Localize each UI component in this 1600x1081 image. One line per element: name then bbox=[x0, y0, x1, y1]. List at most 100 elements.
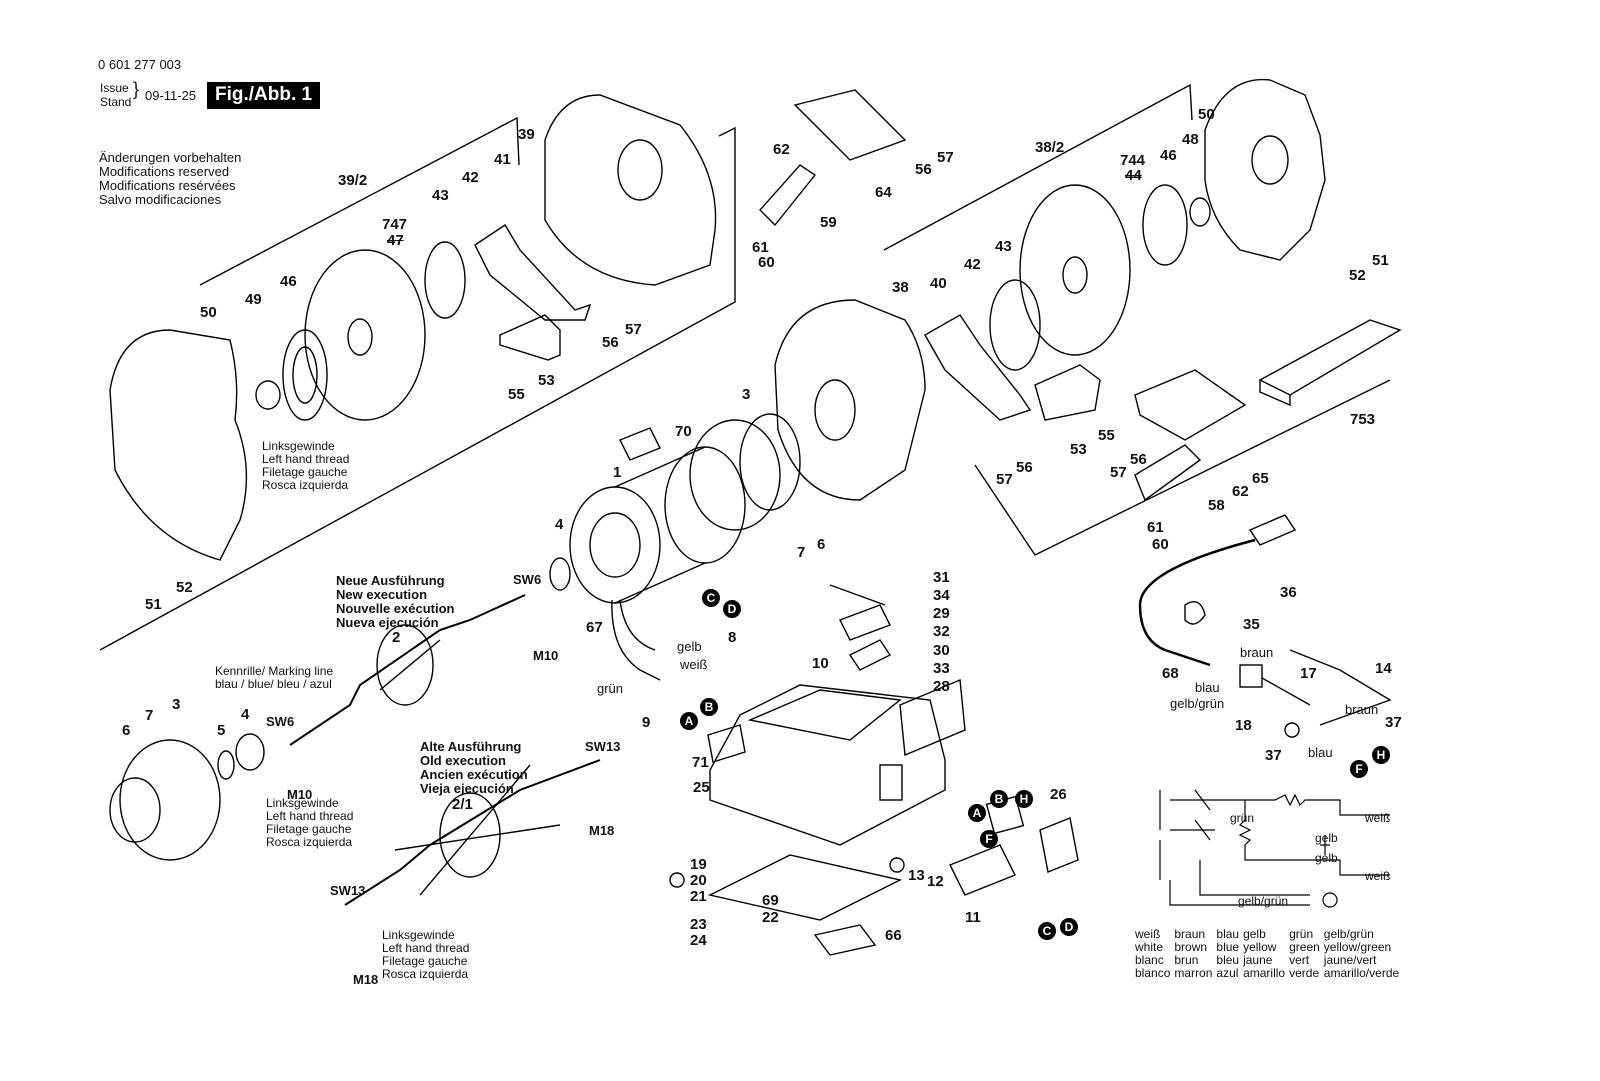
new-execution-de: Neue Ausführung bbox=[336, 573, 445, 588]
part-label: 50 bbox=[200, 304, 217, 321]
legend-cell: grün bbox=[1289, 927, 1314, 941]
part-label: 7 bbox=[145, 707, 154, 724]
connector-d: D bbox=[723, 600, 741, 618]
part-label: 57 bbox=[937, 149, 954, 166]
part-label: 62 bbox=[773, 141, 790, 158]
part-label: 36 bbox=[1280, 584, 1297, 601]
part-label: 56 bbox=[915, 161, 932, 178]
lh-thread-note-3-es: Rosca izquierda bbox=[382, 967, 469, 981]
old-execution-fr: Ancien exécution bbox=[420, 767, 528, 782]
part-label: 26 bbox=[1050, 786, 1067, 803]
legend-cell: white bbox=[1135, 940, 1164, 954]
part-label: 2/1 bbox=[452, 796, 473, 813]
part-label: 49 bbox=[245, 291, 262, 308]
circuit-weiss-1: weiß bbox=[1365, 811, 1391, 825]
part-label: 52 bbox=[1349, 267, 1366, 284]
part-label: 33 bbox=[933, 660, 950, 677]
part-label: 37 bbox=[1385, 714, 1402, 731]
part-label: 6 bbox=[817, 536, 826, 553]
legend-row-en: white brown blue yellow green yellow/gre… bbox=[1135, 941, 1403, 954]
circuit-gruen: grün bbox=[1230, 811, 1255, 825]
color-legend: weiß braun blau gelb grün gelb/grün whit… bbox=[1135, 928, 1403, 980]
part-label: 753 bbox=[1350, 411, 1376, 428]
part-label: 39 bbox=[518, 126, 535, 143]
legend-cell: jaune/vert bbox=[1323, 953, 1377, 967]
modifications-fr: Modifications resérvées bbox=[99, 178, 236, 193]
part-label: 31 bbox=[933, 569, 950, 586]
brace-glyph: } bbox=[133, 79, 140, 99]
legend-cell: vert bbox=[1289, 953, 1310, 967]
part-label: 32 bbox=[933, 623, 950, 640]
part-label: 23 bbox=[690, 916, 707, 933]
part-label: 38 bbox=[892, 279, 909, 296]
part-label: 18 bbox=[1235, 717, 1252, 734]
part-label: 14 bbox=[1375, 660, 1392, 677]
circuit-gelb-gruen: gelb/grün bbox=[1238, 894, 1289, 908]
legend-cell: amarillo bbox=[1243, 966, 1286, 980]
part-label: 55 bbox=[1098, 427, 1115, 444]
legend-cell: yellow bbox=[1243, 940, 1277, 954]
part-label: 47 bbox=[387, 232, 404, 249]
part-label: 744 bbox=[1120, 152, 1146, 169]
part-number: 0 601 277 003 bbox=[98, 57, 182, 72]
part-label: 41 bbox=[494, 151, 511, 168]
part-label: SW6 bbox=[266, 714, 295, 729]
wire-label-gruen: grün bbox=[597, 681, 624, 696]
part-label: 6 bbox=[122, 722, 131, 739]
part-label: 67 bbox=[586, 619, 603, 636]
part-label: 57 bbox=[996, 471, 1013, 488]
legend-cell: marron bbox=[1174, 966, 1213, 980]
part-label: 25 bbox=[693, 779, 710, 796]
figure-title: Fig./Abb. 1 bbox=[207, 82, 321, 109]
part-label: 58 bbox=[1208, 497, 1225, 514]
part-label: 19 bbox=[690, 856, 707, 873]
part-label: 21 bbox=[690, 888, 707, 905]
connector-d: D bbox=[1060, 918, 1078, 936]
part-label: 4 bbox=[555, 516, 564, 533]
lh-thread-note-1-de: Linksgewinde bbox=[262, 439, 335, 453]
part-label: 29 bbox=[933, 605, 950, 622]
old-execution-en: Old execution bbox=[420, 753, 506, 768]
part-label: M10 bbox=[287, 787, 313, 802]
legend-cell: azul bbox=[1216, 966, 1239, 980]
modifications-es: Salvo modificaciones bbox=[99, 192, 222, 207]
marking-line-2: blau / blue/ bleu / azul bbox=[215, 677, 332, 691]
cord-label-blau: blau bbox=[1195, 680, 1220, 695]
part-label: 3 bbox=[172, 696, 181, 713]
legend-cell: weiß bbox=[1135, 927, 1161, 941]
part-label: 5 bbox=[217, 722, 226, 739]
part-label: 38/2 bbox=[1035, 139, 1065, 156]
lh-thread-note-1-fr: Filetage gauche bbox=[262, 465, 348, 479]
part-label: 13 bbox=[908, 867, 925, 884]
legend-cell: blanc bbox=[1135, 953, 1164, 967]
part-label: 61 bbox=[752, 239, 769, 256]
part-label: M18 bbox=[353, 972, 379, 987]
part-label: SW6 bbox=[513, 572, 542, 587]
part-label: 59 bbox=[820, 214, 837, 231]
part-label: 43 bbox=[432, 187, 449, 204]
issue-label: Issue bbox=[100, 81, 129, 95]
part-label: 24 bbox=[690, 932, 707, 949]
part-label: 60 bbox=[1152, 536, 1169, 553]
part-label: 57 bbox=[1110, 464, 1127, 481]
new-execution-es: Nueva ejecución bbox=[336, 615, 439, 630]
legend-cell: blue bbox=[1216, 940, 1240, 954]
cord-label-blau-2: blau bbox=[1308, 745, 1333, 760]
part-label: M18 bbox=[589, 823, 615, 838]
part-label: 64 bbox=[875, 184, 892, 201]
part-label: 46 bbox=[280, 273, 297, 290]
part-label: 3 bbox=[742, 386, 751, 403]
part-label: 40 bbox=[930, 275, 947, 292]
stand-label: Stand bbox=[100, 95, 132, 109]
legend-cell: amarillo/verde bbox=[1323, 966, 1400, 980]
part-label: 43 bbox=[995, 238, 1012, 255]
part-label: 42 bbox=[462, 169, 479, 186]
lh-thread-note-2-en: Left hand thread bbox=[266, 809, 354, 823]
connector-b: B bbox=[990, 790, 1008, 808]
new-execution-fr: Nouvelle exécution bbox=[336, 601, 455, 616]
part-label: 48 bbox=[1182, 131, 1199, 148]
legend-cell: blanco bbox=[1135, 966, 1171, 980]
part-label: 70 bbox=[675, 423, 692, 440]
legend-cell: braun bbox=[1174, 927, 1206, 941]
part-label: 55 bbox=[508, 386, 525, 403]
